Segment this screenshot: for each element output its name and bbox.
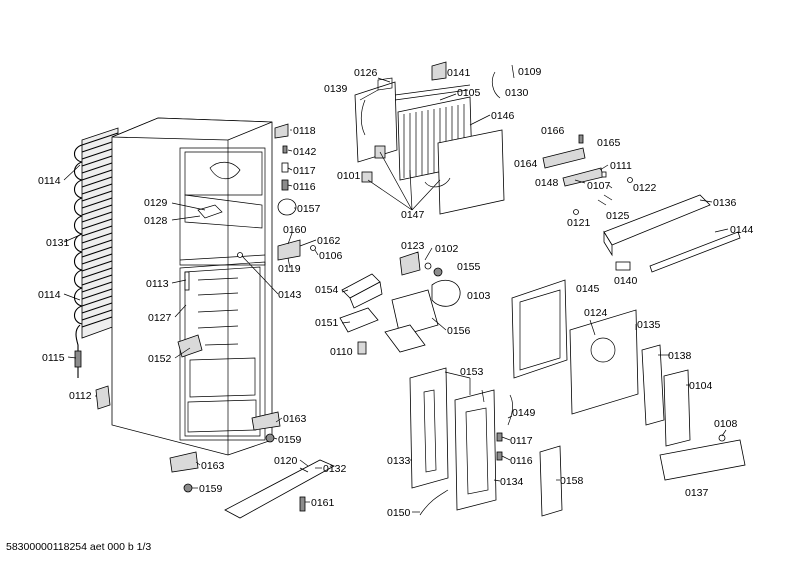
- label-0122: 0122: [633, 182, 657, 194]
- label-0158: 0158: [560, 475, 584, 487]
- label-0101: 0101: [337, 170, 361, 182]
- label-0115: 0115: [42, 352, 65, 364]
- label-0165: 0165: [597, 137, 621, 149]
- label-0152: 0152: [148, 353, 172, 365]
- label-0153: 0153: [460, 366, 484, 378]
- label-0146: 0146: [491, 110, 515, 122]
- label-0138: 0138: [668, 350, 692, 362]
- label-0147: 0147: [401, 209, 425, 221]
- label-0155: 0155: [457, 261, 481, 273]
- label-0145: 0145: [576, 283, 600, 295]
- label-0137: 0137: [685, 487, 709, 499]
- label-0160: 0160: [283, 224, 307, 236]
- label-0139: 0139: [324, 83, 348, 95]
- leader-lines: [63, 77, 729, 513]
- label-0123: 0123: [401, 240, 425, 252]
- label-0157: 0157: [297, 203, 321, 215]
- label-0159-right: 0159: [278, 434, 302, 446]
- label-0129: 0129: [144, 197, 168, 209]
- label-0114-lower: 0114: [38, 289, 61, 301]
- label-0102: 0102: [435, 243, 459, 255]
- label-0151: 0151: [315, 317, 339, 329]
- label-0108: 0108: [714, 418, 738, 430]
- label-0150: 0150: [387, 507, 411, 519]
- label-0140: 0140: [614, 275, 638, 287]
- label-0119: 0119: [278, 263, 301, 275]
- label-0118: 0118: [293, 125, 316, 137]
- label-0162: 0162: [317, 235, 341, 247]
- label-0166: 0166: [541, 125, 565, 137]
- document-id: 58300000118254 aet 000 b 1/3: [6, 541, 152, 553]
- label-0104: 0104: [689, 380, 713, 392]
- label-0128: 0128: [144, 215, 168, 227]
- part-labels: 0114 0131 0114 0115 0112 0129 0128 0113 …: [38, 66, 754, 519]
- label-0112: 0112: [69, 390, 92, 402]
- label-0131: 0131: [46, 237, 70, 249]
- label-0121: 0121: [567, 217, 591, 229]
- control-parts: [542, 134, 741, 273]
- door-panels: [409, 367, 563, 517]
- back-panels: [511, 279, 746, 481]
- label-0124: 0124: [584, 307, 608, 319]
- label-0163-right: 0163: [283, 413, 307, 425]
- label-0113: 0113: [146, 278, 169, 290]
- fan-assembly: [339, 251, 461, 355]
- label-0117-lower: 0117: [510, 435, 533, 447]
- label-0103: 0103: [467, 290, 491, 302]
- label-0135: 0135: [637, 319, 661, 331]
- label-0136: 0136: [713, 197, 737, 209]
- label-0117-upper: 0117: [293, 165, 316, 177]
- label-0125: 0125: [606, 210, 630, 222]
- label-0148: 0148: [535, 177, 559, 189]
- label-0106: 0106: [319, 250, 343, 262]
- label-0156: 0156: [447, 325, 471, 337]
- label-0133: 0133: [387, 455, 411, 467]
- label-0114-upper: 0114: [38, 175, 61, 187]
- cabinet: [111, 117, 273, 456]
- label-0116-upper: 0116: [293, 181, 316, 193]
- label-0134: 0134: [500, 476, 524, 488]
- label-0141: 0141: [447, 67, 471, 79]
- label-0144: 0144: [730, 224, 754, 236]
- label-0109: 0109: [518, 66, 542, 78]
- bottom-hinges: [95, 385, 281, 493]
- label-0132: 0132: [323, 463, 347, 475]
- label-0110: 0110: [330, 346, 353, 358]
- label-0163-left: 0163: [201, 460, 225, 472]
- label-0142: 0142: [293, 146, 317, 158]
- label-0161: 0161: [311, 497, 335, 509]
- label-0130: 0130: [505, 87, 529, 99]
- label-0154: 0154: [315, 284, 339, 296]
- condenser-coil: [73, 127, 119, 378]
- label-0127: 0127: [148, 312, 172, 324]
- label-0105: 0105: [457, 87, 481, 99]
- evaporator-assembly: [354, 61, 515, 215]
- label-0149: 0149: [512, 407, 536, 419]
- label-0164: 0164: [514, 158, 538, 170]
- label-0107: 0107: [587, 180, 611, 192]
- label-0116-lower: 0116: [510, 455, 533, 467]
- top-hinge-parts: [274, 123, 316, 261]
- label-0126: 0126: [354, 67, 378, 79]
- label-0159-left: 0159: [199, 483, 223, 495]
- label-0111: 0111: [610, 160, 632, 172]
- label-0120: 0120: [274, 455, 298, 467]
- base-plinth: [224, 459, 335, 519]
- label-0143: 0143: [278, 289, 302, 301]
